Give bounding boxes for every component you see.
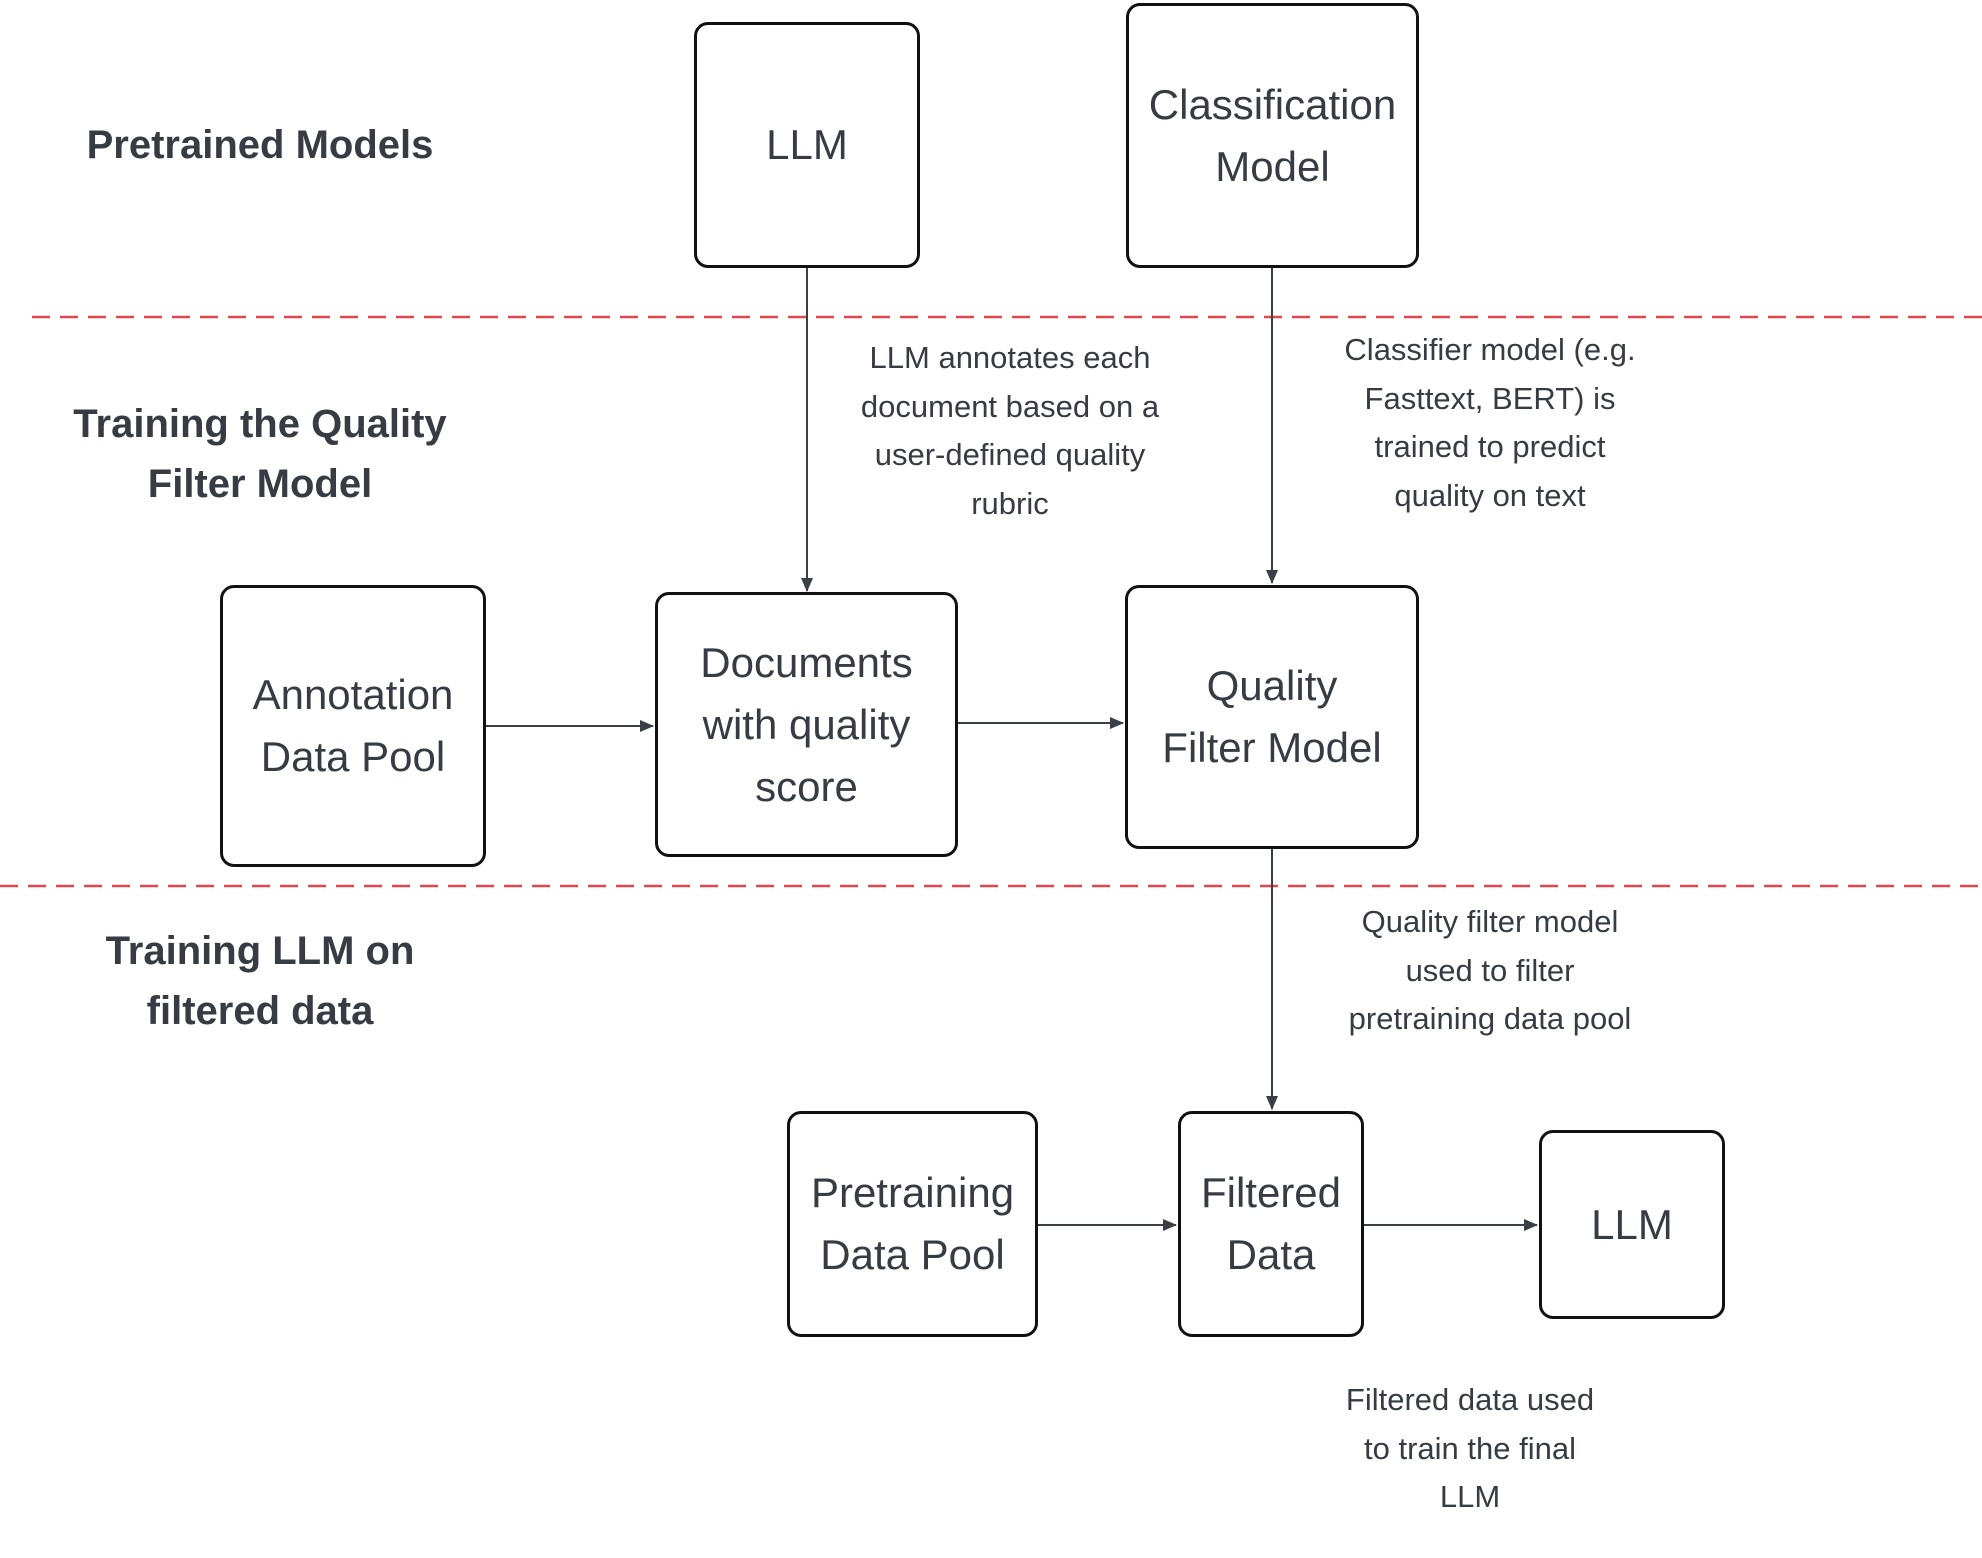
node-annotation-data-pool[interactable]: Annotation Data Pool bbox=[220, 585, 486, 867]
node-annotation-line2: Data Pool bbox=[260, 733, 446, 780]
note-classifier-line: Fasttext, BERT) is bbox=[1364, 380, 1616, 416]
note-filter-used-line: used to filter bbox=[1405, 952, 1575, 988]
node-quality-filter-model[interactable]: Quality Filter Model bbox=[1125, 585, 1419, 849]
node-quality-filter-line2: Filter Model bbox=[1162, 724, 1382, 771]
node-llm-pretrained-label: LLM bbox=[766, 121, 848, 168]
note-filter-used-line: pretraining data pool bbox=[1348, 1001, 1632, 1036]
section-label-training-llm-line2: filtered data bbox=[146, 989, 374, 1033]
note-filter-used: Quality filter model used to filter pret… bbox=[1300, 898, 1680, 1044]
node-llm-final-label: LLM bbox=[1591, 1200, 1673, 1248]
node-filtered-data[interactable]: Filtered Data bbox=[1178, 1111, 1364, 1337]
node-filtered-line1: Filtered bbox=[1200, 1169, 1342, 1216]
note-classifier-trained: Classifier model (e.g. Fasttext, BERT) i… bbox=[1300, 326, 1680, 520]
node-annotation-line1: Annotation bbox=[252, 671, 454, 718]
note-filtered-used-line: Filtered data used bbox=[1345, 1382, 1595, 1417]
node-classification-line2: Model bbox=[1215, 142, 1330, 190]
section-label-training-filter-line2: Filter Model bbox=[147, 462, 373, 506]
node-classification-line1: Classification bbox=[1148, 80, 1397, 128]
node-llm-final[interactable]: LLM bbox=[1539, 1130, 1725, 1319]
note-llm-annotates-line: LLM annotates each bbox=[869, 340, 1151, 375]
node-quality-filter-line1: Quality bbox=[1206, 662, 1338, 709]
node-pretraining-data-pool[interactable]: Pretraining Data Pool bbox=[787, 1111, 1038, 1337]
node-documents-line1: Documents bbox=[700, 638, 913, 686]
node-llm-pretrained[interactable]: LLM bbox=[694, 22, 920, 268]
note-filtered-used-line: to train the final bbox=[1364, 1430, 1576, 1466]
node-pretraining-line1: Pretraining bbox=[810, 1169, 1015, 1216]
node-pretraining-line2: Data Pool bbox=[820, 1231, 1005, 1278]
note-filter-used-line: Quality filter model bbox=[1361, 904, 1619, 939]
note-classifier-line: trained to predict bbox=[1374, 429, 1606, 464]
section-label-training-filter-line1: Training the Quality bbox=[73, 402, 447, 446]
note-llm-annotates-line: user-defined quality bbox=[874, 437, 1146, 472]
section-label-training-quality-filter: Training the Quality Filter Model bbox=[30, 394, 490, 514]
section-label-pretrained-models: Pretrained Models bbox=[40, 115, 480, 175]
node-classification-model[interactable]: Classification Model bbox=[1126, 3, 1419, 268]
node-documents-with-quality-score[interactable]: Documents with quality score bbox=[655, 592, 958, 857]
section-label-training-llm: Training LLM on filtered data bbox=[40, 921, 480, 1041]
note-classifier-line: quality on text bbox=[1394, 477, 1586, 513]
node-documents-line2: with quality bbox=[702, 700, 911, 748]
note-llm-annotates: LLM annotates each document based on a u… bbox=[830, 334, 1190, 528]
node-documents-line3: score bbox=[755, 762, 858, 810]
section-label-training-llm-line1: Training LLM on bbox=[105, 929, 415, 973]
section-label-pretrained-text: Pretrained Models bbox=[86, 123, 434, 167]
note-llm-annotates-line: rubric bbox=[971, 485, 1049, 521]
note-llm-annotates-line: document based on a bbox=[860, 388, 1160, 424]
note-filtered-used: Filtered data used to train the final LL… bbox=[1280, 1376, 1660, 1522]
note-classifier-line: Classifier model (e.g. bbox=[1344, 332, 1636, 367]
node-filtered-line2: Data bbox=[1226, 1231, 1316, 1278]
note-filtered-used-line: LLM bbox=[1439, 1479, 1501, 1514]
